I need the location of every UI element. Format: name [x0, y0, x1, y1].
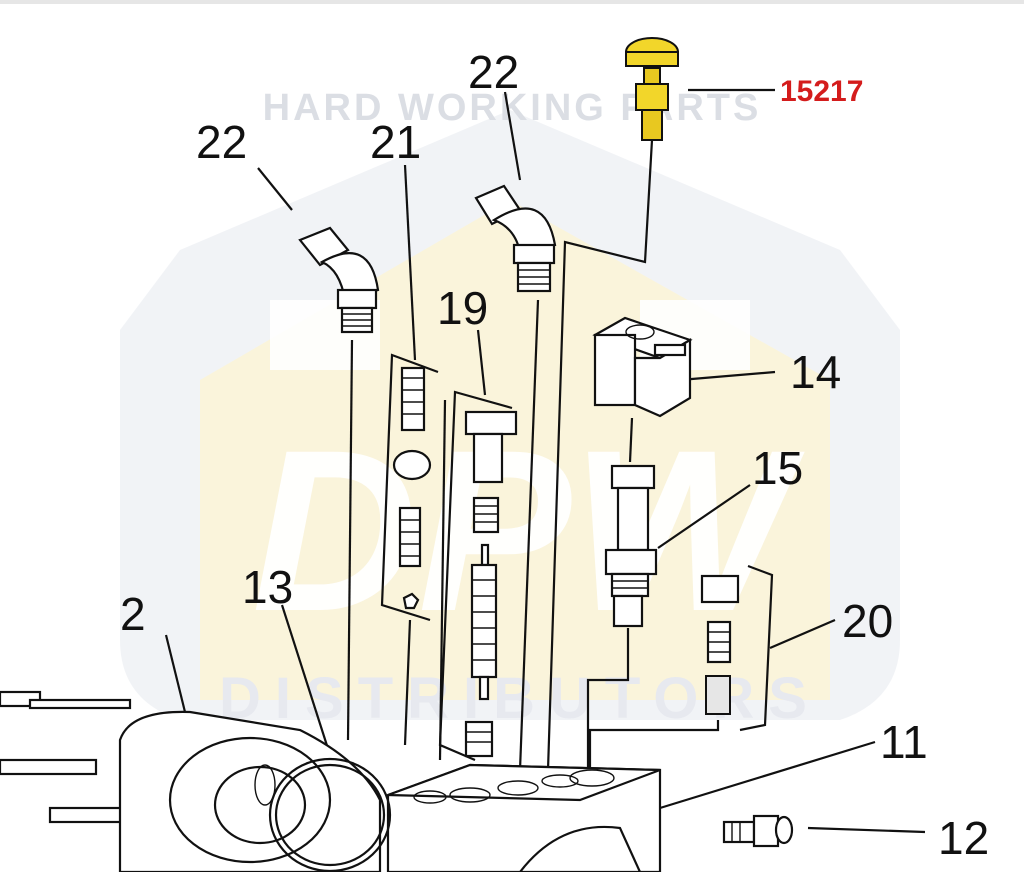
callout-13: 13: [242, 561, 293, 613]
part-group-20: [700, 574, 740, 715]
callout-19: 19: [437, 282, 488, 334]
watermark-windows: [270, 300, 750, 370]
highlight-thread: [641, 109, 663, 141]
elbow-fitting-left: [298, 226, 380, 334]
highlight-cap-side: [625, 51, 679, 67]
part-11-manifold: [386, 763, 662, 872]
part-13-oring: [268, 757, 392, 872]
callout-20: 20: [842, 595, 893, 647]
highlighted-part-15217: [625, 37, 679, 141]
top-border: [0, 0, 1024, 4]
part-12-plug: [722, 814, 794, 848]
bracket-20: [739, 564, 774, 732]
callout-labels: 22 22 21 19 14 15 20 2 13 11 12 15217: [120, 46, 989, 864]
group-brackets: [380, 353, 774, 762]
watermark-logo: HARD WORKING PARTS DPW DISTRIBUTORS: [120, 87, 900, 731]
callout-2: 2: [120, 588, 146, 640]
part-20-poppet: [705, 675, 731, 715]
callout-22-left: 22: [196, 116, 247, 168]
highlight-stem: [643, 67, 661, 85]
bracket-21: [380, 353, 439, 622]
part-15-valve: [604, 464, 658, 628]
leader-lines: [164, 88, 926, 834]
callout-21: 21: [370, 116, 421, 168]
callout-15: 15: [752, 442, 803, 494]
part-group-19: [464, 410, 518, 758]
part-2-housing: [0, 690, 382, 872]
bracket-19: [438, 390, 513, 762]
highlight-hex: [635, 83, 669, 111]
callout-22-middle: 22: [468, 46, 519, 98]
callout-11: 11: [880, 716, 928, 768]
callout-12: 12: [938, 812, 989, 864]
part-group-21: [392, 366, 432, 610]
callout-part-number-15217: 15217: [780, 75, 863, 108]
elbow-fitting-middle: [474, 184, 557, 293]
part-14-coil: [592, 316, 693, 418]
callout-14: 14: [790, 346, 841, 398]
